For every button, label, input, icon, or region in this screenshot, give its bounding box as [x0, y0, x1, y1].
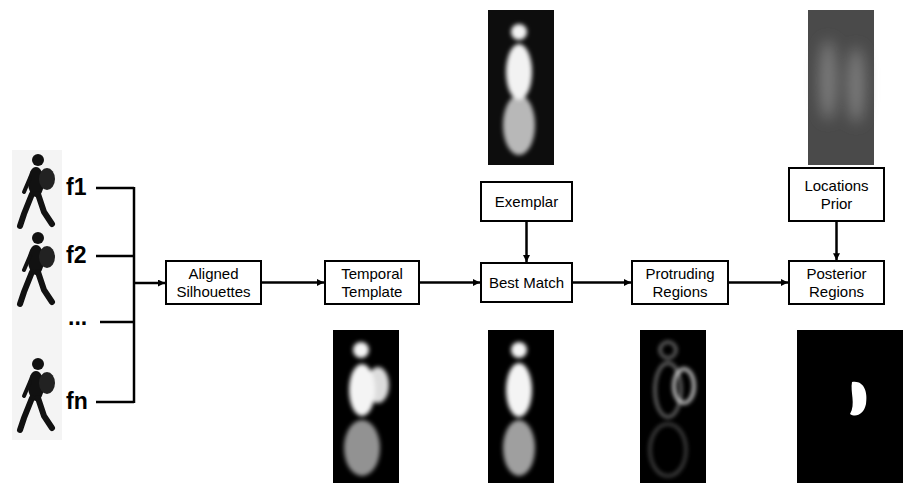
temporal-template-image	[333, 330, 399, 483]
box-label: Aligned Silhouettes	[172, 265, 255, 300]
box-label: Exemplar	[495, 193, 558, 210]
flow-arrow	[729, 281, 788, 284]
flow-arrow	[835, 222, 838, 260]
best-match-image	[488, 330, 554, 483]
box-label: Protruding Regions	[638, 265, 722, 300]
frame-label: ...	[68, 306, 87, 329]
exemplar-image	[488, 10, 554, 165]
silhouette-frames	[12, 150, 62, 440]
process-box: Protruding Regions	[631, 260, 729, 305]
process-box: Aligned Silhouettes	[165, 260, 262, 305]
process-box: Locations Prior	[788, 167, 885, 222]
box-label: Best Match	[489, 274, 564, 291]
flow-arrow	[262, 281, 324, 284]
locations-prior-image	[808, 10, 874, 165]
process-box: Exemplar	[480, 181, 573, 222]
frame-label: f1	[66, 176, 86, 199]
flow-arrow	[573, 281, 631, 284]
frame-label: f2	[66, 244, 86, 267]
posterior-regions-image	[797, 330, 903, 483]
flow-arrow	[525, 222, 528, 262]
box-label: Locations Prior	[795, 177, 878, 212]
box-label: Temporal Template	[331, 265, 413, 300]
process-box: Posterior Regions	[788, 260, 885, 305]
bracket	[96, 187, 165, 403]
process-box: Best Match	[480, 262, 573, 303]
box-label: Posterior Regions	[795, 265, 878, 300]
flow-arrow	[420, 281, 480, 284]
frame-label: fn	[66, 390, 88, 413]
process-box: Temporal Template	[324, 260, 420, 305]
protruding-regions-image	[640, 330, 706, 483]
